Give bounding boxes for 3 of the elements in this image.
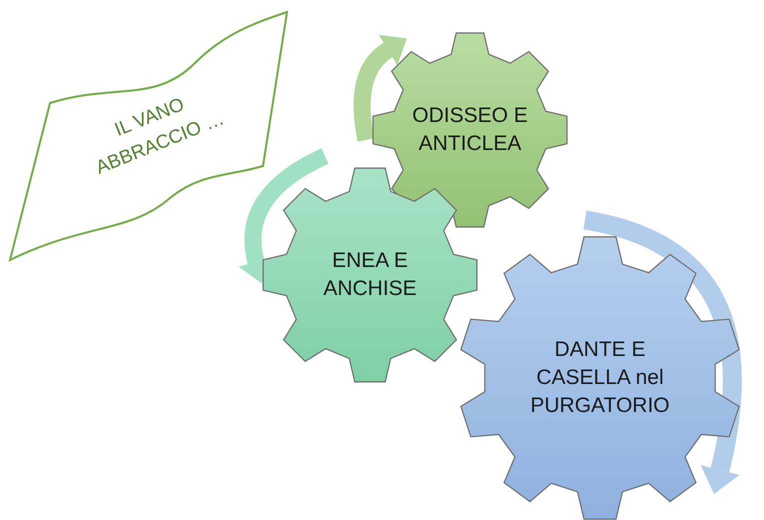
gear-label: ODISSEO E ANTICLEA	[411, 103, 529, 157]
gear-label: ENEA E ANCHISE	[322, 248, 418, 302]
gear-label: DANTE E CASELLA nel PURGATORIO	[529, 337, 671, 419]
